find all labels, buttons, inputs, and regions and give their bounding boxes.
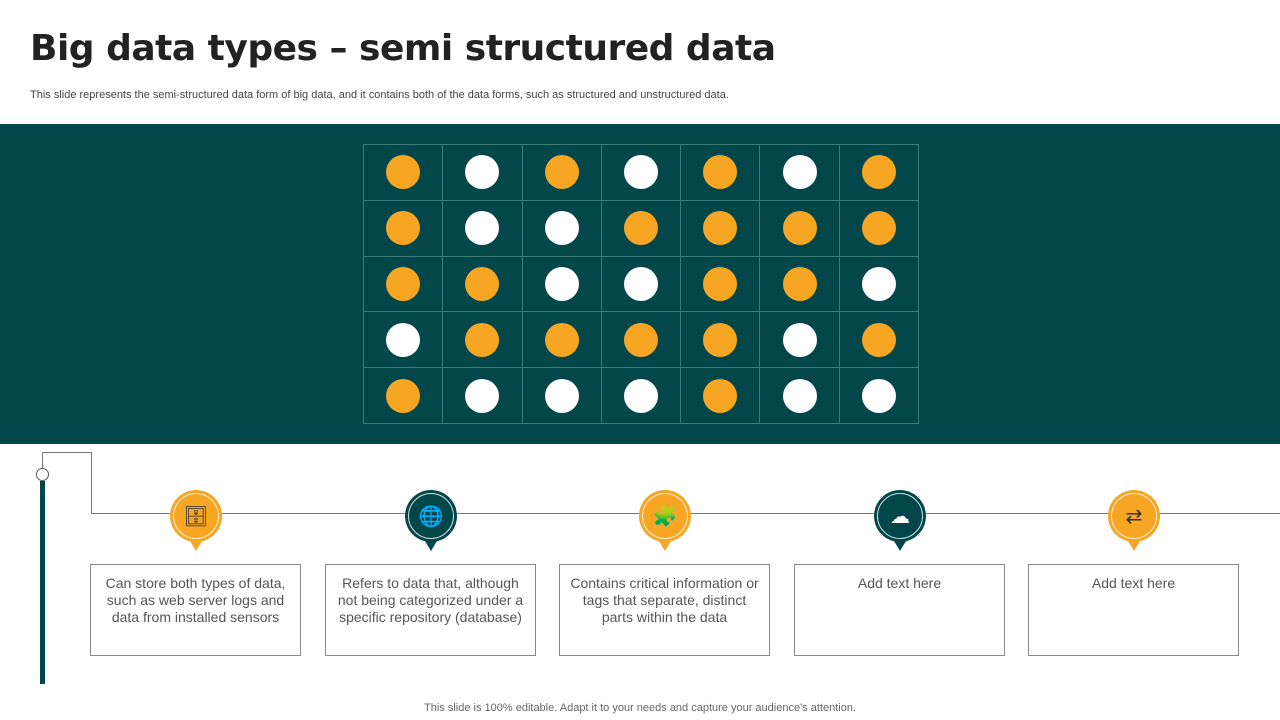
white-dot: [623, 266, 658, 301]
head-puzzle-icon: 🧩: [652, 505, 678, 528]
cloud-server-icon: ☁: [890, 505, 910, 528]
grid-cell: [760, 312, 840, 369]
timeline-start-node: [36, 468, 49, 481]
white-dot: [861, 378, 896, 413]
grid-cell: [839, 256, 919, 313]
grid-cell: [681, 256, 761, 313]
timeline-connector: [42, 452, 43, 470]
step-1-text-box: Can store both types of data, such as we…: [90, 564, 301, 656]
step-3-pin: 🧩: [639, 490, 691, 551]
timeline-connector: [91, 452, 92, 514]
orange-dot: [465, 266, 500, 301]
grid-cell: [601, 256, 682, 313]
grid-cell: [443, 200, 523, 257]
grid-cell: [839, 200, 919, 257]
orange-dot: [782, 211, 817, 246]
orange-dot: [861, 211, 896, 246]
orange-dot: [386, 378, 421, 413]
white-dot: [782, 378, 817, 413]
grid-cell: [760, 200, 840, 257]
orange-dot: [623, 322, 658, 357]
grid-cell: [601, 312, 682, 369]
white-dot: [544, 266, 579, 301]
grid-cell: [839, 368, 919, 424]
white-dot: [861, 266, 896, 301]
grid-cell: [681, 200, 761, 257]
grid-cell: [522, 312, 602, 369]
grid-cell: [760, 368, 840, 424]
grid-cell: [601, 200, 682, 257]
white-dot: [465, 211, 500, 246]
orange-dot: [544, 322, 579, 357]
data-transfer-icon: ⇄: [1125, 505, 1143, 528]
orange-dot: [465, 322, 500, 357]
grid-cell: [443, 145, 523, 201]
grid-cell: [681, 368, 761, 424]
step-4-text-box: Add text here: [794, 564, 1005, 656]
grid-cell: [601, 368, 682, 424]
grid-cell: [443, 312, 523, 369]
white-dot: [623, 378, 658, 413]
grid-cell: [443, 256, 523, 313]
white-dot: [544, 378, 579, 413]
globe-network-icon: 🌐: [418, 505, 444, 528]
grid-cell: [522, 368, 602, 424]
white-dot: [386, 322, 421, 357]
white-dot: [465, 155, 500, 190]
database-server-icon: 🗄: [183, 505, 209, 528]
orange-dot: [861, 322, 896, 357]
grid-cell: [839, 145, 919, 201]
orange-dot: [861, 155, 896, 190]
grid-cell: [522, 256, 602, 313]
page-title: Big data types – semi structured data: [30, 28, 776, 69]
orange-dot: [386, 266, 421, 301]
grid-cell: [443, 368, 523, 424]
white-dot: [544, 211, 579, 246]
page-subtitle: This slide represents the semi-structure…: [30, 89, 729, 101]
white-dot: [465, 378, 500, 413]
white-dot: [782, 322, 817, 357]
step-2-pin: 🌐: [405, 490, 457, 551]
orange-dot: [782, 266, 817, 301]
timeline-connector: [42, 452, 92, 453]
grid-cell: [760, 256, 840, 313]
orange-dot: [703, 211, 738, 246]
orange-dot: [703, 266, 738, 301]
step-5-text-box: Add text here: [1028, 564, 1239, 656]
orange-dot: [623, 211, 658, 246]
step-3-text-box: Contains critical information or tags th…: [559, 564, 770, 656]
dot-grid: [363, 144, 919, 424]
orange-dot: [544, 155, 579, 190]
grid-cell: [681, 145, 761, 201]
grid-cell: [364, 256, 444, 313]
grid-cell: [364, 145, 444, 201]
grid-cell: [364, 312, 444, 369]
grid-cell: [522, 200, 602, 257]
timeline-bar: [40, 481, 45, 684]
step-1-pin: 🗄: [170, 490, 222, 551]
orange-dot: [386, 211, 421, 246]
orange-dot: [703, 322, 738, 357]
orange-dot: [386, 155, 421, 190]
white-dot: [782, 155, 817, 190]
grid-cell: [760, 145, 840, 201]
step-2-text-box: Refers to data that, although not being …: [325, 564, 536, 656]
grid-cell: [364, 200, 444, 257]
grid-cell: [681, 312, 761, 369]
step-4-pin: ☁: [874, 490, 926, 551]
grid-cell: [839, 312, 919, 369]
white-dot: [623, 155, 658, 190]
footer-note: This slide is 100% editable. Adapt it to…: [424, 702, 856, 714]
orange-dot: [703, 155, 738, 190]
step-5-pin: ⇄: [1108, 490, 1160, 551]
grid-cell: [601, 145, 682, 201]
grid-cell: [522, 145, 602, 201]
grid-cell: [364, 368, 444, 424]
orange-dot: [703, 378, 738, 413]
